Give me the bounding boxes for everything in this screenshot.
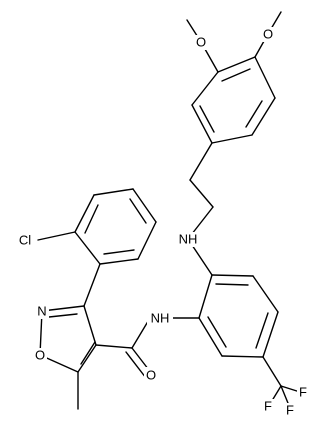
fluorine-3: F [284,403,296,418]
methoxy-o-1-label: O [196,35,206,50]
bond-ch2-ch2 [189,179,214,208]
isoxazole-nitrogen: N [35,304,49,319]
bond-cf3-f-top [280,385,301,393]
amine-nh-label: NH [179,232,198,247]
isoxazole-o-label: O [35,348,45,363]
methoxy-oxygen-1: O [195,35,208,50]
amide-nh: NH [147,311,173,326]
isoxazole-oxygen: O [33,348,47,363]
isoxazole-n-label: N [37,304,46,319]
bond-ring-to-cf3 [262,356,282,387]
bond-ring-to-ch2 [189,142,213,181]
atom-label-layer: O O NH NH Cl N O O [14,27,309,418]
central-ring [198,274,279,358]
carbonyl-o-label: O [146,368,156,383]
bond-carbonyl-to-isoxazole [95,344,133,349]
fluorine-3-label: F [286,403,294,418]
fluorine-2: F [262,399,274,414]
carbonyl-oxygen: O [144,367,158,383]
fluorine-1: F [297,385,309,400]
methoxy-o-2-label: O [263,27,273,42]
methoxy-oxygen-2: O [262,27,275,42]
bond-layer [37,11,301,410]
fluorine-2-label: F [264,399,272,414]
amine-nh: NH [177,232,201,247]
chlorophenyl-ring [74,188,157,307]
bond-ring-to-chloro [37,231,76,241]
bond-carbonyl-o-b [125,351,147,379]
fluorine-1-label: F [299,385,307,400]
chloro-atom: Cl [14,233,36,248]
amide-nh-label: NH [151,311,170,326]
chloro-label: Cl [19,233,31,248]
dimethoxyphenyl-ring [191,56,276,144]
